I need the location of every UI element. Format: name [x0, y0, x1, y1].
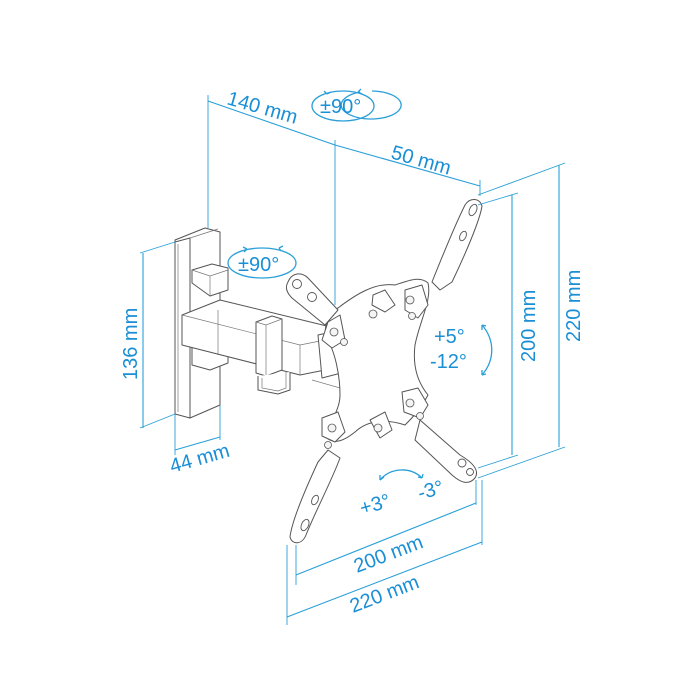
rotation-indicator-middle: ±90°	[227, 245, 297, 279]
rotation-label-top: ±90°	[320, 96, 361, 118]
level-plus-label: +3°	[357, 490, 393, 520]
tilt-indicator: +5° -12°	[430, 324, 493, 376]
vesa-vertical-dimensions: 200 mm 220 mm	[477, 162, 585, 479]
wall-plate-depth-dimension: 44 mm	[167, 405, 232, 478]
dimension-220mm-vertical: 220 mm	[563, 270, 585, 342]
tilt-down-label: -12°	[430, 351, 467, 373]
tilt-up-label: +5°	[434, 326, 465, 348]
dimension-200mm-vertical: 200 mm	[518, 290, 540, 362]
dimension-50mm: 50 mm	[389, 142, 454, 180]
dimension-44mm: 44 mm	[167, 440, 232, 478]
dimension-220mm-horizontal: 220 mm	[347, 571, 422, 617]
dimension-140mm: 140 mm	[225, 88, 301, 129]
level-indicator: +3° -3°	[357, 469, 446, 520]
level-minus-label: -3°	[415, 477, 446, 505]
rotation-label-middle: ±90°	[238, 254, 279, 276]
wall-plate-height-dimension: 136 mm	[120, 241, 176, 429]
vesa-bracket	[285, 199, 483, 544]
rotation-indicator-top: ±90°	[311, 88, 402, 122]
swivel-arm	[181, 263, 346, 395]
dimension-136mm: 136 mm	[120, 308, 142, 380]
